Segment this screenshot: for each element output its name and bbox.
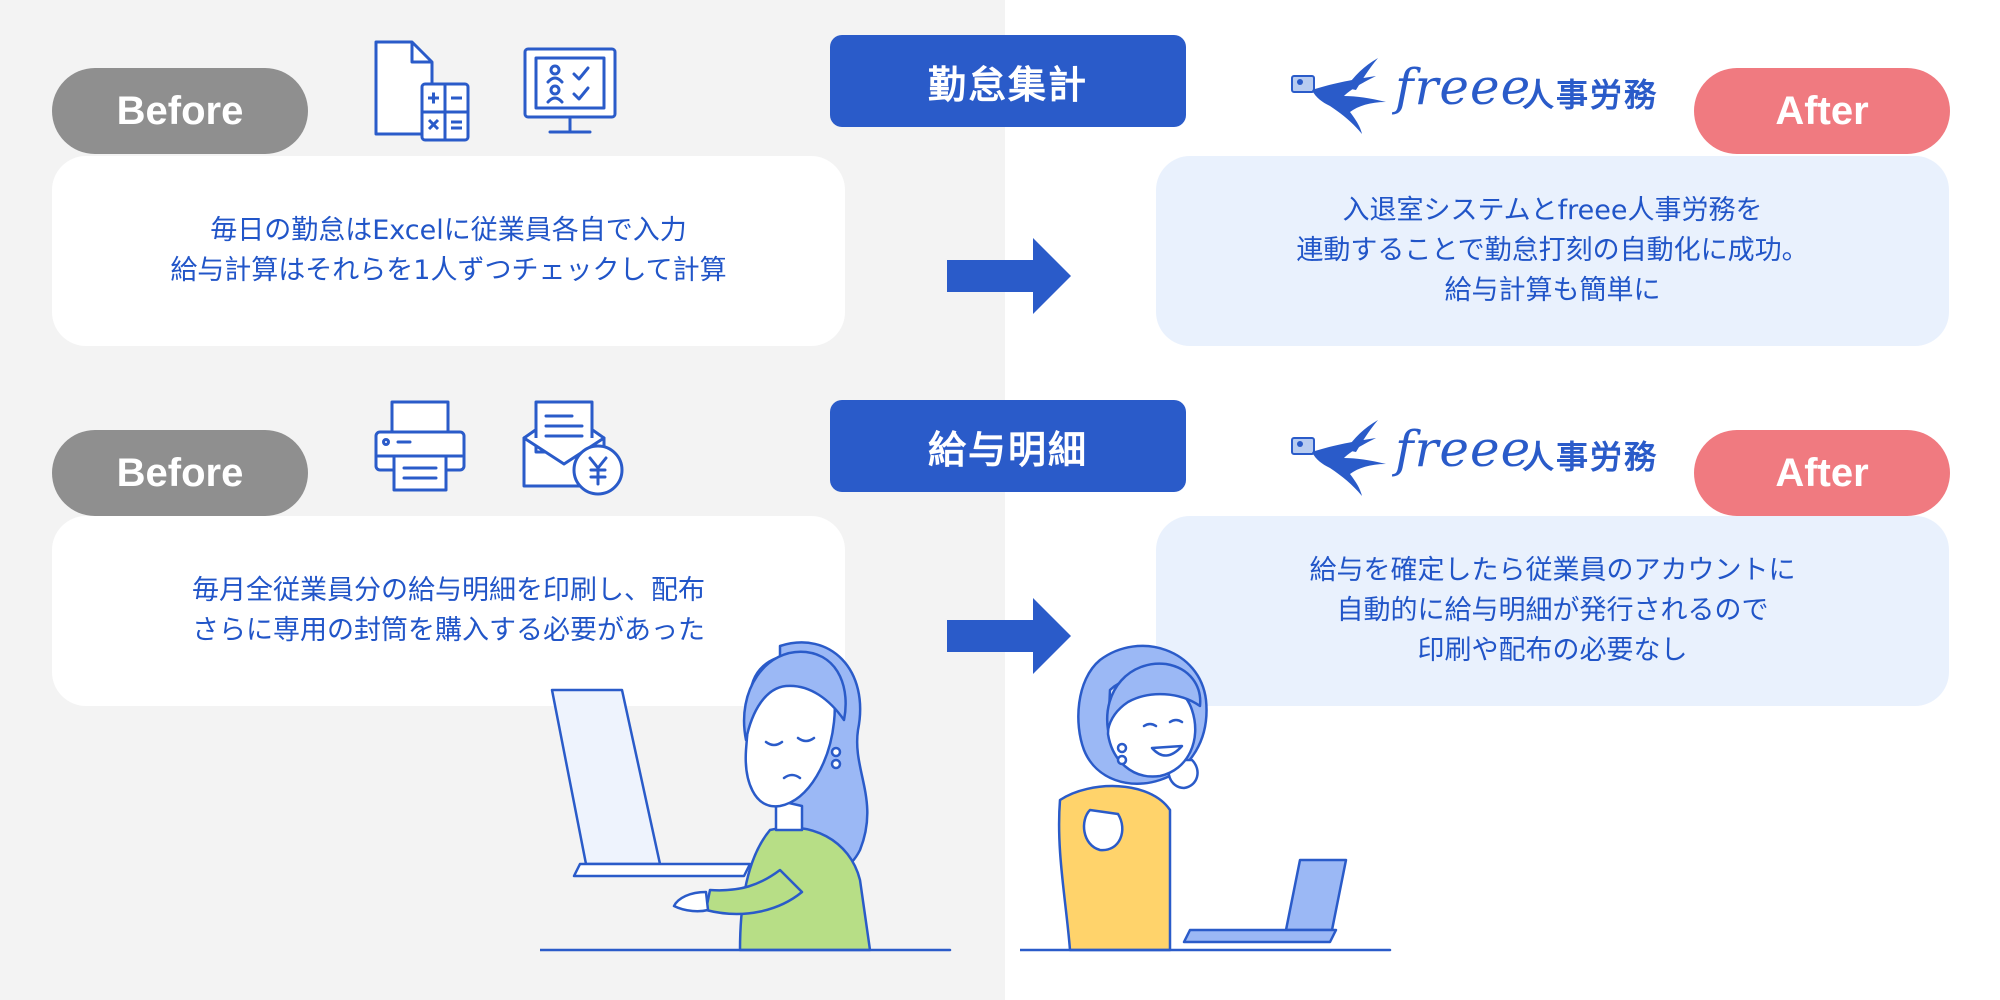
after-text-line: 入退室システムとfreee人事労務を bbox=[1342, 195, 1763, 226]
product-name: 人事労務 bbox=[1522, 438, 1659, 476]
after-badge: After bbox=[1694, 430, 1950, 516]
after-text-line: 自動的に給与明細が発行されるので bbox=[1336, 595, 1769, 626]
swallow-bird-icon bbox=[1291, 58, 1386, 134]
document-calculator-icon bbox=[374, 40, 470, 142]
freee-hr-logo: freee 人事労務 bbox=[1290, 418, 1670, 498]
freee-wordmark: freee bbox=[1395, 420, 1532, 478]
monitor-checklist-icon bbox=[523, 47, 617, 134]
before-badge: Before bbox=[52, 430, 308, 516]
section-label-attendance: 勤怠集計 bbox=[830, 35, 1186, 127]
before-text-line: 給与計算はそれらを1人ずつチェックして計算 bbox=[170, 255, 727, 286]
before-text-line: 毎月全従業員分の給与明細を印刷し、配布 bbox=[192, 575, 705, 606]
after-badge: After bbox=[1694, 68, 1950, 154]
right-arrow-icon bbox=[947, 598, 1071, 674]
freee-wordmark: freee bbox=[1395, 58, 1532, 116]
after-text-line: 印刷や配布の必要なし bbox=[1417, 635, 1688, 666]
tired-woman-illustration bbox=[540, 641, 952, 952]
after-text-line: 給与を確定したら従業員のアカウントに bbox=[1309, 555, 1796, 586]
section-label-payslip: 給与明細 bbox=[830, 400, 1186, 492]
swallow-bird-icon bbox=[1291, 420, 1386, 496]
before-text-line: 毎日の勤怠はExcelに従業員各自で入力 bbox=[210, 215, 687, 246]
printer-icon bbox=[374, 400, 466, 492]
freee-hr-logo: freee 人事労務 bbox=[1290, 56, 1670, 136]
after-card-attendance: 入退室システムとfreee人事労務を 連動することで勤怠打刻の自動化に成功。 給… bbox=[1156, 156, 1949, 346]
product-name: 人事労務 bbox=[1522, 76, 1659, 114]
before-card-payslip: 毎月全従業員分の給与明細を印刷し、配布 さらに専用の封筒を購入する必要があった bbox=[52, 516, 845, 706]
before-text-line: さらに専用の封筒を購入する必要があった bbox=[192, 615, 705, 646]
after-text-line: 給与計算も簡単に bbox=[1444, 275, 1661, 306]
envelope-yen-icon bbox=[522, 400, 624, 496]
before-card-attendance: 毎日の勤怠はExcelに従業員各自で入力 給与計算はそれらを1人ずつチェックして… bbox=[52, 156, 845, 346]
happy-woman-illustration bbox=[1020, 644, 1392, 952]
after-card-payslip: 給与を確定したら従業員のアカウントに 自動的に給与明細が発行されるので 印刷や配… bbox=[1156, 516, 1949, 706]
before-badge: Before bbox=[52, 68, 308, 154]
after-text-line: 連動することで勤怠打刻の自動化に成功。 bbox=[1296, 235, 1809, 266]
right-arrow-icon bbox=[947, 238, 1071, 314]
